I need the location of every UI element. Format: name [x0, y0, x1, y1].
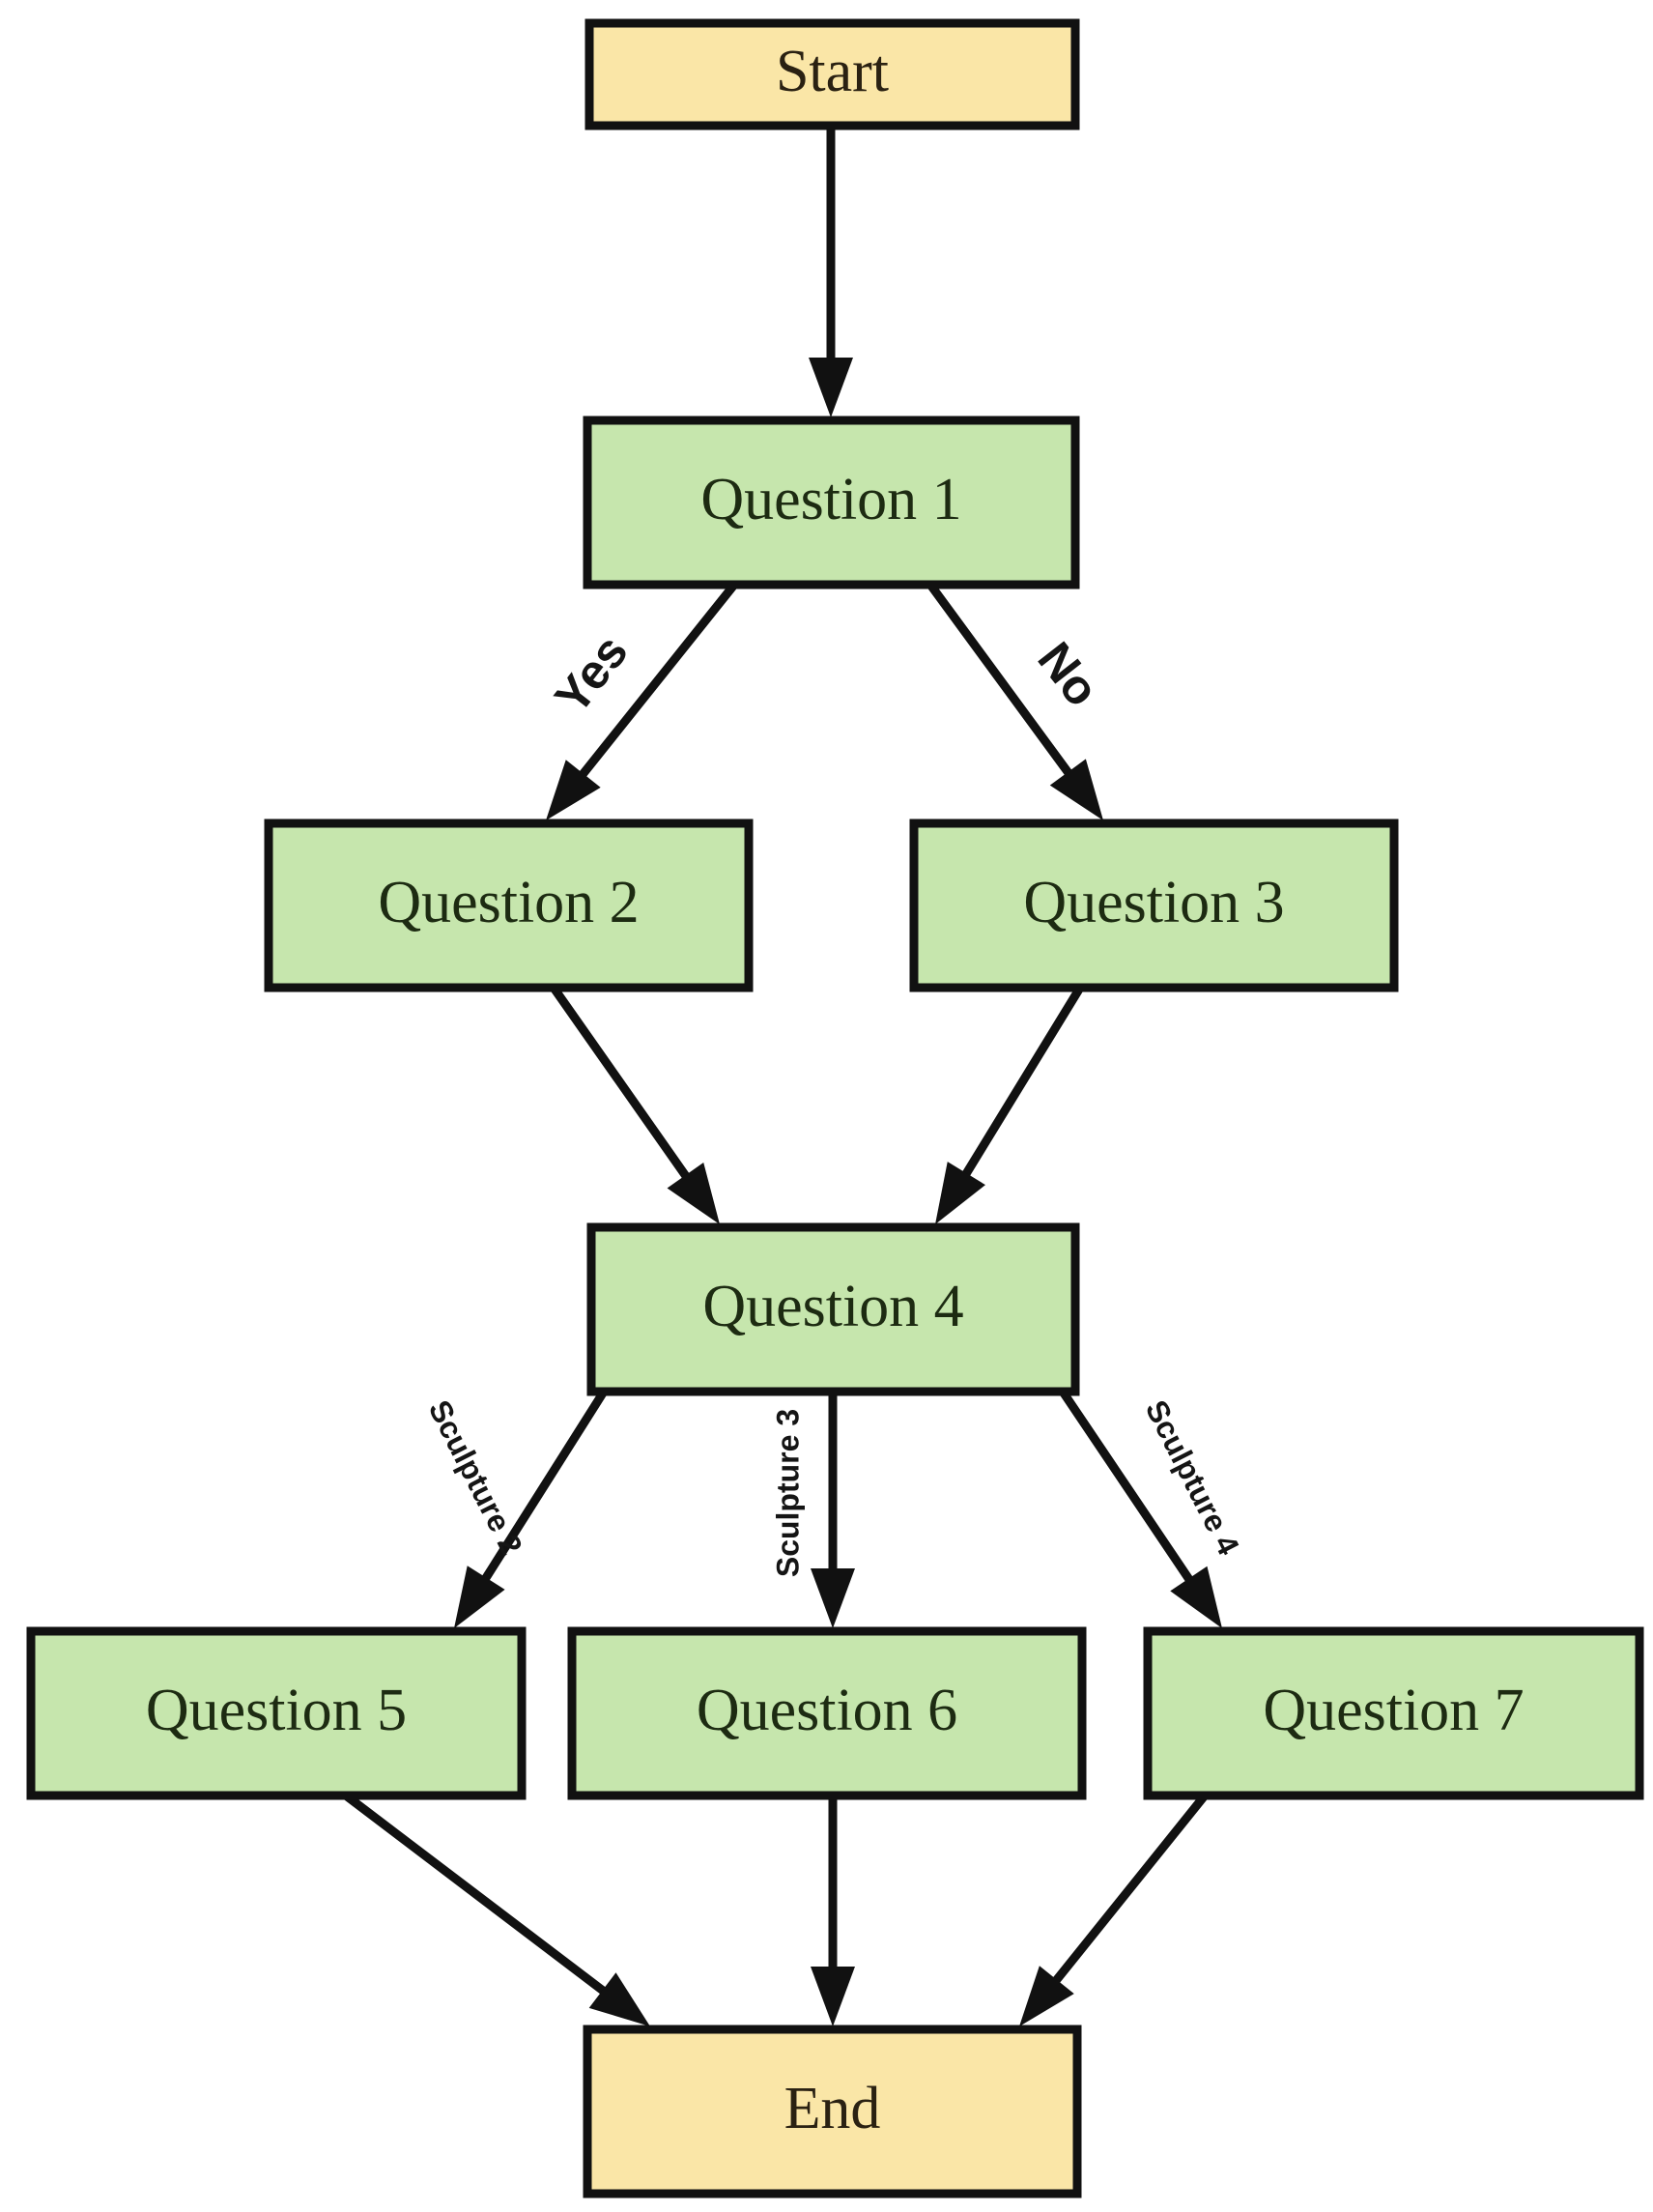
arrowhead-icon: [935, 1162, 985, 1224]
arrowhead-icon: [1049, 759, 1103, 820]
edge-label-e-q4-q6: Sculpture 3: [770, 1409, 805, 1577]
node-box-question7[interactable]: [1148, 1631, 1639, 1795]
edge-line: [926, 582, 1075, 780]
edge-question4-to-question6: [811, 1392, 855, 1628]
node-box-question2[interactable]: [269, 823, 749, 988]
edge-question3-to-question4: [935, 985, 1084, 1224]
node-start[interactable]: Start: [589, 23, 1075, 126]
edge-label-e-q4-q5: Sculpture 2: [422, 1394, 529, 1561]
node-label-question4: Question 4: [702, 1274, 963, 1339]
node-question4[interactable]: Question 4: [591, 1227, 1075, 1392]
arrowhead-icon: [1019, 1966, 1074, 2026]
arrowhead-icon: [811, 1967, 855, 2026]
node-label-question3: Question 3: [1023, 870, 1284, 935]
node-box-question6[interactable]: [572, 1631, 1082, 1795]
edge-line: [959, 985, 1084, 1181]
edge-label-e-q1-q3: No: [1027, 632, 1109, 716]
edge-question1-to-question3: [926, 582, 1103, 820]
edge-question2-to-question4: [550, 985, 720, 1224]
arrowhead-icon: [811, 1568, 855, 1628]
arrowhead-icon: [1170, 1566, 1222, 1628]
edge-line: [1059, 1389, 1196, 1587]
node-label-question5: Question 5: [146, 1678, 407, 1743]
node-box-question1[interactable]: [587, 420, 1075, 585]
node-question7[interactable]: Question 7: [1148, 1631, 1639, 1795]
arrowhead-icon: [667, 1163, 720, 1224]
node-label-question2: Question 2: [378, 870, 639, 935]
arrowhead-icon: [546, 760, 601, 820]
edge-question4-to-question5: [454, 1389, 608, 1628]
node-box-end[interactable]: [587, 2029, 1077, 2194]
edge-line: [1049, 1793, 1209, 1988]
edge-question1-to-question2: [546, 582, 738, 820]
node-question2[interactable]: Question 2: [269, 823, 749, 988]
arrowhead-icon: [588, 1972, 650, 2026]
arrowhead-icon: [454, 1566, 505, 1628]
node-label-start: Start: [776, 39, 889, 104]
node-label-end: End: [784, 2076, 881, 2141]
node-question1[interactable]: Question 1: [587, 420, 1075, 585]
node-box-start[interactable]: [589, 23, 1075, 126]
node-box-question4[interactable]: [591, 1227, 1075, 1392]
node-label-question1: Question 1: [700, 467, 961, 532]
node-question3[interactable]: Question 3: [914, 823, 1394, 988]
node-box-question5[interactable]: [31, 1631, 522, 1795]
edges-layer: [343, 126, 1222, 2026]
edge-question6-to-end: [811, 1795, 855, 2026]
node-label-question6: Question 6: [697, 1678, 957, 1743]
arrowhead-icon: [809, 358, 853, 417]
node-label-question7: Question 7: [1263, 1678, 1524, 1743]
node-box-question3[interactable]: [914, 823, 1394, 988]
edge-start-to-question1: [809, 126, 853, 417]
edge-line: [550, 985, 693, 1183]
edge-question5-to-end: [343, 1792, 650, 2026]
edge-question7-to-end: [1019, 1793, 1209, 2026]
edge-label-e-q1-q2: Yes: [544, 624, 638, 723]
edge-line: [576, 582, 738, 782]
node-question5[interactable]: Question 5: [31, 1631, 522, 1795]
edge-line: [343, 1792, 611, 1997]
edge-question4-to-question7: [1059, 1389, 1222, 1628]
node-question6[interactable]: Question 6: [572, 1631, 1082, 1795]
edge-line: [479, 1389, 608, 1586]
node-end[interactable]: End: [587, 2029, 1077, 2194]
